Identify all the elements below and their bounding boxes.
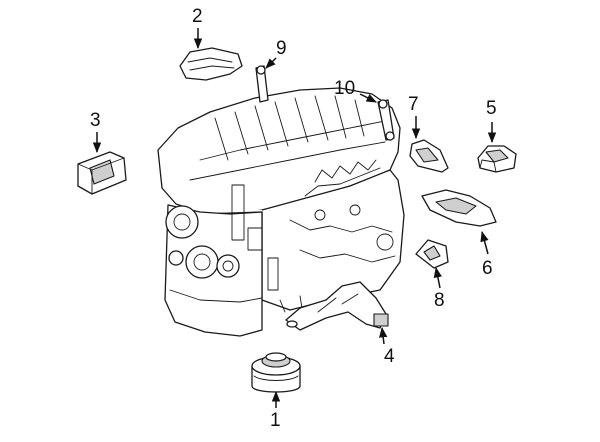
callout-5: 5	[486, 98, 497, 144]
callout-4: 4	[379, 326, 395, 367]
part-5-mount[interactable]	[477, 145, 517, 173]
callout-label-9: 9	[276, 38, 287, 59]
callout-label-8: 8	[434, 290, 445, 311]
callout-label-7: 7	[408, 94, 419, 115]
callout-1: 1	[270, 390, 281, 431]
callout-6: 6	[480, 230, 493, 279]
engine-block	[157, 87, 405, 337]
part-3-bracket[interactable]	[77, 151, 127, 195]
part-8-bracket[interactable]	[415, 239, 449, 269]
callout-7: 7	[408, 94, 421, 140]
callout-3: 3	[90, 110, 102, 154]
callout-label-3: 3	[90, 110, 101, 131]
callout-label-6: 6	[482, 258, 493, 279]
callout-9: 9	[265, 38, 287, 69]
callout-label-5: 5	[486, 98, 497, 119]
callout-label-2: 2	[192, 6, 203, 27]
part-4-mount-bracket[interactable]	[285, 281, 389, 331]
callout-label-10: 10	[334, 78, 355, 99]
callout-label-4: 4	[384, 346, 395, 367]
part-6-plate[interactable]	[421, 189, 497, 227]
part-10-link[interactable]	[377, 99, 395, 141]
callout-10: 10	[334, 78, 377, 103]
part-9-strap[interactable]	[255, 65, 269, 103]
part-2-heat-shield[interactable]	[179, 47, 243, 81]
part-1-engine-mount[interactable]	[251, 352, 301, 393]
part-7-bracket[interactable]	[409, 139, 449, 173]
callout-label-1: 1	[270, 410, 281, 431]
callout-8: 8	[433, 266, 445, 311]
callout-2: 2	[192, 6, 203, 50]
